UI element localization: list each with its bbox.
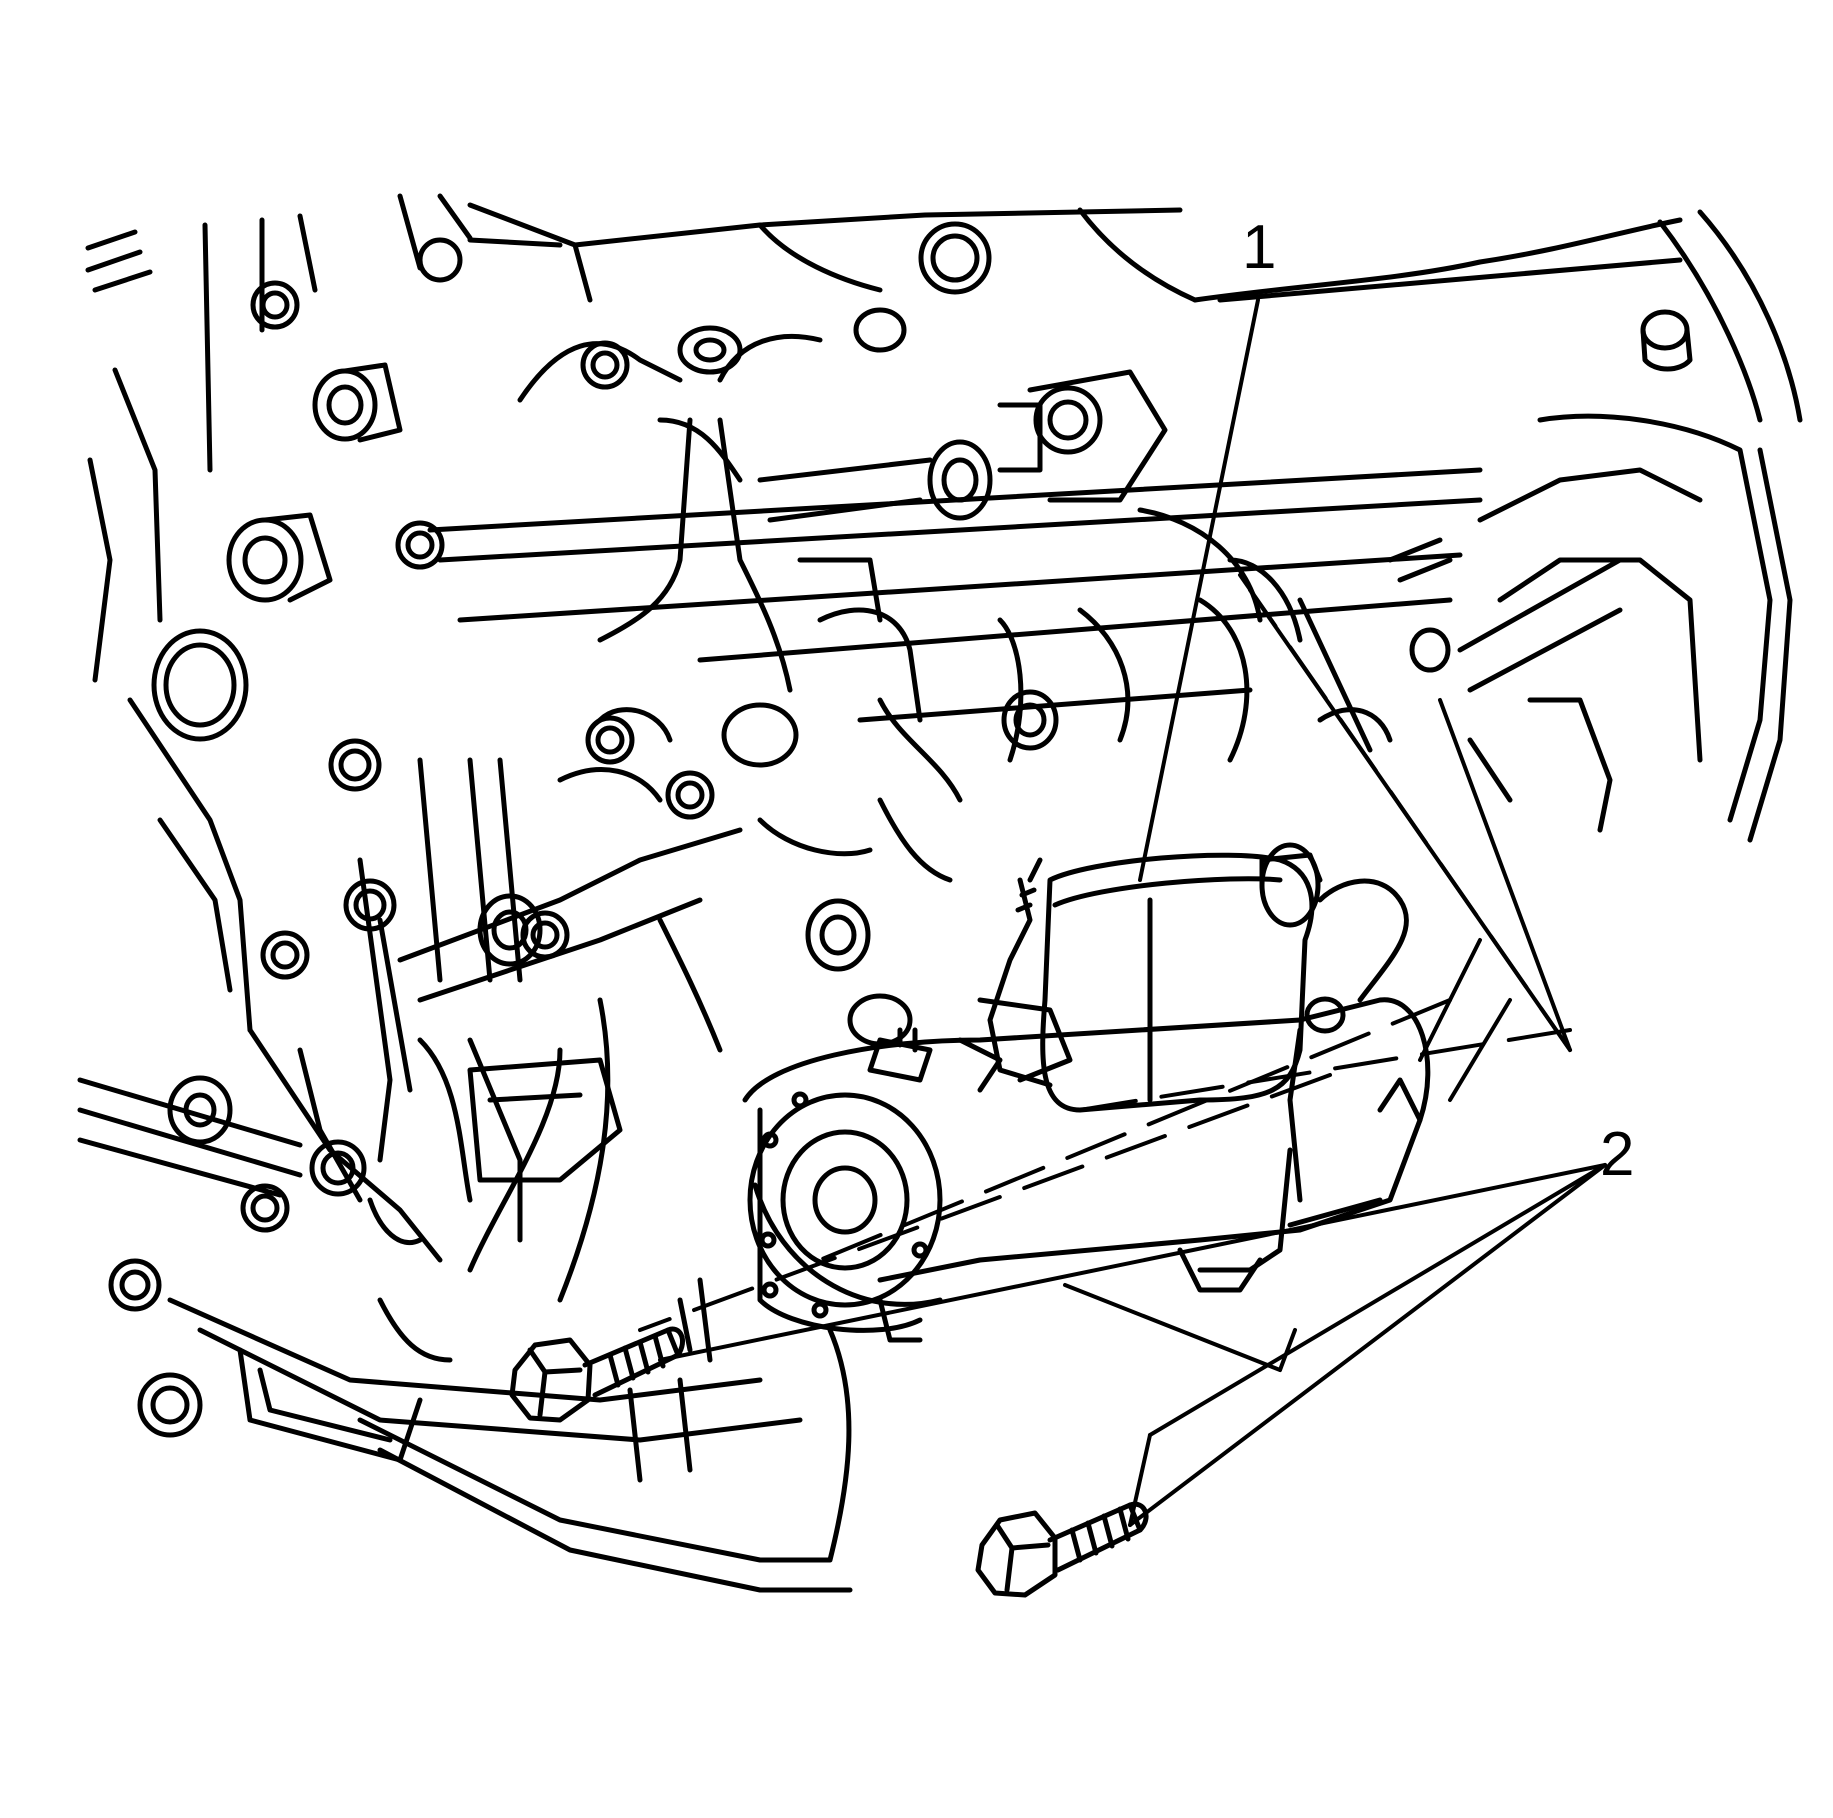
callout-leaders: [658, 298, 1607, 1527]
engine-block-linework: [77, 193, 1803, 1593]
engine-bolt-heads: [108, 221, 992, 1438]
alignment-lines: [638, 573, 1572, 1332]
callout-1: 1: [1242, 213, 1276, 282]
starter-end-frame: [747, 1092, 943, 1308]
leader-1: [1138, 298, 1260, 882]
starter-bolt-upper: [509, 1326, 685, 1423]
starter-bolt-lower: [975, 1501, 1149, 1598]
starter-solenoid: [1040, 852, 1315, 1113]
sensor-connector: [927, 369, 1168, 521]
engine-bosses: [151, 307, 1693, 1145]
leader-2-a: [658, 1163, 1607, 1362]
starter-motor: [742, 842, 1431, 1343]
leader-2-c: [1128, 1163, 1607, 1527]
reference-lines: [1063, 588, 1572, 1372]
leader-2-b: [1148, 1163, 1607, 1437]
callout-2: 2: [1600, 1120, 1634, 1189]
